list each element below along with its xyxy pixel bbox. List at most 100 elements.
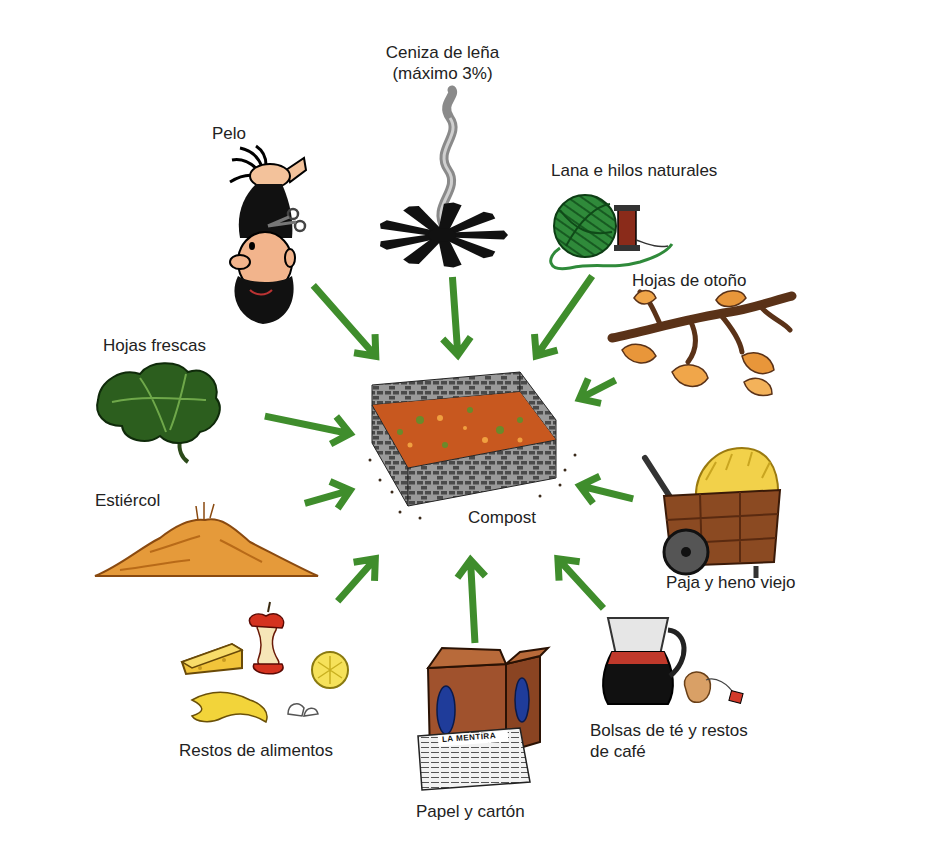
hair-figure-part [285,249,295,267]
compost-bin-part [408,440,556,506]
hay-cart-figure-part [666,492,778,564]
food-scraps-figure-part [222,658,226,662]
compost-bin-part-part [539,495,542,498]
compost-bin-part-part [574,454,577,457]
wool-figure [551,195,672,269]
food-scraps-figure-part [288,704,304,716]
newspaper-title: LA MENTIRA [442,731,497,744]
compost-bin-part-part [517,417,523,423]
hay-cart-figure-part [681,547,691,557]
item-label: Hojas de otoño [632,270,746,291]
manure-figure [95,502,318,576]
food-scraps-figure-part [249,614,283,628]
arrow-shape [535,276,593,356]
hair-figure-part [295,221,305,231]
ingredient-item: Hojas de otoño [620,268,795,398]
coffee-tea-figure-part [706,679,734,694]
fresh-leaves-figure-part [112,374,206,432]
food-scraps-figure-part [182,644,242,674]
hair-figure-part [288,209,298,219]
ingredient-item: Papel y cartón [412,648,548,826]
ingredient-item: Bolsas de té y restos de café [585,612,770,766]
compost-bin-part-part [369,459,372,462]
ingredient-item: Estiércol [88,488,300,582]
autumn-leaves-figure-part [640,292,790,362]
compost-bin-part-part [442,442,448,448]
autumn-leaves-figure-part [634,291,656,305]
autumn-leaves-figure-part [744,378,772,395]
compost-bin-part-part [379,479,382,482]
wool-figure-part [614,205,640,211]
compost-bin-part-part [496,426,504,434]
hair-figure-part [234,276,293,324]
item-label: Estiércol [95,490,160,511]
compost-bin-part-part [408,443,413,448]
hay-cart-figure-part [664,530,708,574]
food-scraps-figure [182,602,348,722]
ingredient-item: Hojas frescas [95,333,260,463]
compost-bin-part-part [397,429,403,435]
compost-bin-part-part [463,426,467,430]
wool-figure-part [636,240,668,247]
green-arrow [457,560,485,643]
food-scraps-figure-part [198,666,202,670]
arrow-shape [338,559,376,602]
item-label: Lana e hilos naturales [551,160,717,181]
food-scraps-figure-part [192,693,267,723]
compost-bin-part-part [559,484,562,487]
hair-figure-part [239,184,293,238]
coffee-tea-figure-part [608,652,668,664]
arrow-shape [579,379,615,404]
autumn-leaves-figure-part [672,365,708,386]
autumn-leaves-figure-part [622,344,656,363]
item-label: Papel y cartón [416,801,525,822]
autumn-leaves-figure-part [716,291,746,307]
compost-bin-part-part [416,416,424,424]
arrow-shape [305,482,350,509]
ingredient-item: Pelo [205,118,310,326]
hair-figure-part [250,290,272,295]
hay-cart-figure-part [645,458,672,500]
arrow-shape [265,416,350,444]
item-label: Ceniza de leña (máximo 3%) [376,42,509,84]
item-label: Restos de alimentos [179,740,333,761]
compost-bin-part-part [419,517,422,520]
paper-box-figure-part [515,678,529,722]
food-scraps-figure-part [182,644,242,668]
compost-bin-part-part [467,407,473,413]
green-arrow [558,559,604,609]
manure-figure-part [196,502,214,520]
hair-figure-part [230,255,250,269]
compost-bin-part [397,407,523,448]
coffee-tea-figure-part [729,691,743,704]
compost-bin [369,372,577,520]
compost-bin-part-part [518,438,523,443]
compost-bin-part-part [482,437,488,443]
hair-figure-part [249,242,255,250]
compost-pile: Compost [355,360,575,555]
hair-figure [230,146,306,324]
green-arrow [579,379,615,404]
item-label: Bolsas de té y restos de café [590,720,766,762]
fresh-leaves-figure-part [97,363,220,443]
paper-box-figure-part [418,728,530,790]
food-scraps-figure-part [257,623,279,669]
food-scraps-figure-part [304,708,318,716]
green-arrow [305,482,350,509]
green-arrow [443,277,471,355]
arrow-shape [457,560,485,643]
manure-figure-part [95,519,318,576]
ingredient-item: Lana e hilos naturales [540,158,730,272]
hay-cart-figure [645,448,780,578]
compost-bin-part [372,405,408,506]
wool-figure-part [560,204,612,246]
hay-cart-figure-part [754,566,759,578]
item-label: Compost [468,507,536,528]
coffee-tea-figure-part [608,618,668,655]
green-arrow [313,285,375,356]
arrow-shape [558,559,604,609]
